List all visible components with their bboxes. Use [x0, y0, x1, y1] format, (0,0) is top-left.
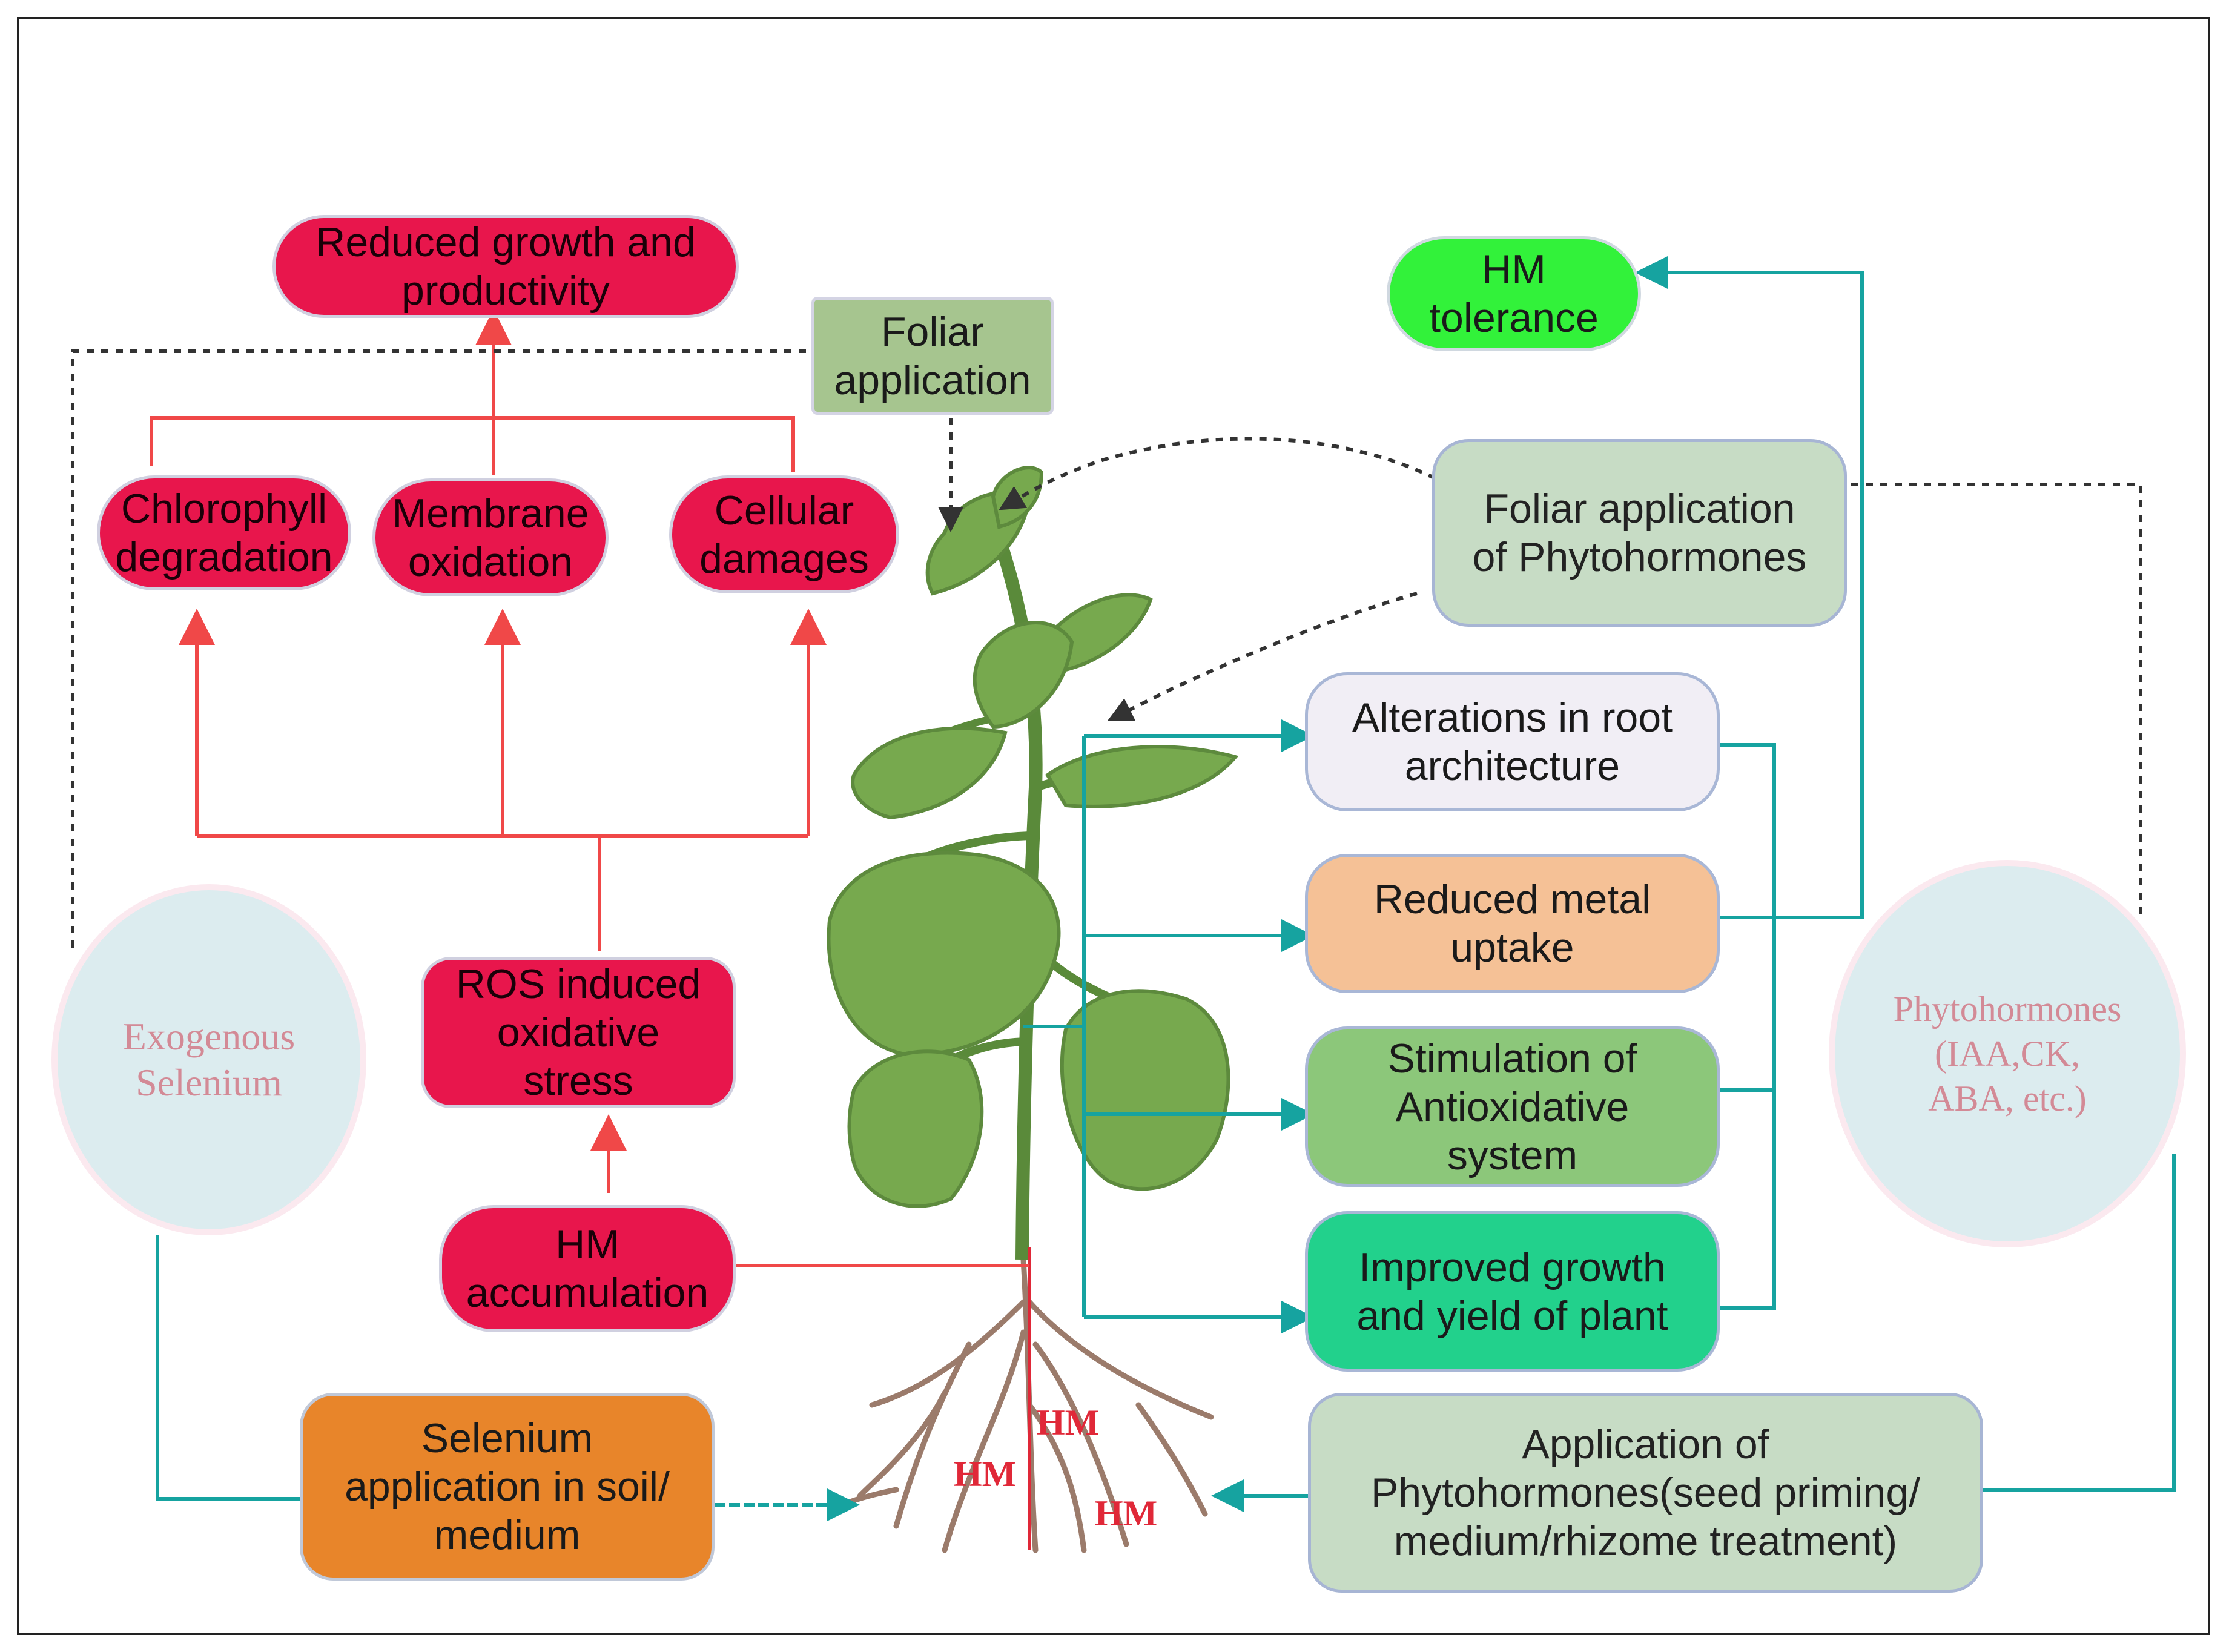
node-root-architecture: Alterations in root architecture — [1305, 672, 1720, 811]
node-ros-oxidative-stress: ROS induced oxidative stress — [421, 957, 736, 1108]
dotted-phyto-oval-to-foliar — [1847, 483, 2142, 914]
bracket-top — [150, 416, 795, 472]
phyto-oval-to-application — [1983, 1154, 2176, 1492]
hm-root-label-3: HM — [1095, 1493, 1158, 1533]
node-cellular-damages: Cellular damages — [669, 475, 899, 593]
node-membrane-oxidation: Membrane oxidation — [372, 478, 609, 596]
right-bracket — [1720, 743, 1776, 1310]
node-application-phytohormones: Application of Phytohormones(seed primin… — [1308, 1393, 1983, 1593]
node-phytohormones: Phytohormones (IAA,CK, ABA, etc.) — [1835, 866, 2180, 1241]
node-reduced-metal-uptake: Reduced metal uptake — [1305, 854, 1720, 993]
red-connectors — [150, 309, 1029, 1267]
dotted-phyto-foliar-to-mid-leaf — [1107, 592, 1418, 721]
node-foliar-application: Foliar application — [811, 297, 1054, 415]
node-exogenous-selenium: Exogenous Selenium — [58, 890, 360, 1229]
plant-illustration — [827, 466, 1239, 1553]
node-reduced-growth: Reduced growth and productivity — [272, 215, 739, 318]
dotted-phyto-foliar-to-top-leaf — [999, 437, 1436, 510]
teal-connectors — [156, 256, 2176, 1521]
node-hm-tolerance: HM tolerance — [1387, 236, 1641, 351]
arrow-to-antioxidative — [1023, 1025, 1314, 1131]
node-improved-growth-yield: Improved growth and yield of plant — [1305, 1211, 1720, 1372]
selenium-oval-to-soil — [156, 1235, 300, 1501]
hm-root-label-2: HM — [954, 1454, 1017, 1494]
node-foliar-phytohormones: Foliar application of Phytohormones — [1432, 439, 1847, 627]
arrow-to-hm-tolerance — [1635, 256, 1864, 919]
node-hm-accumulation: HM accumulation — [439, 1205, 736, 1332]
plant-roots — [833, 1257, 1214, 1553]
dotted-selenium-to-foliar — [71, 349, 811, 948]
node-chlorophyll-degradation: Chlorophyll degradation — [97, 475, 351, 590]
hm-root-label-1: HM — [1037, 1403, 1100, 1442]
node-selenium-soil-application: Selenium application in soil/ medium — [300, 1393, 715, 1581]
dotted-connectors — [71, 349, 2142, 948]
plant-stem — [986, 518, 1043, 1260]
node-antioxidative-system: Stimulation of Antioxidative system — [1305, 1026, 1720, 1187]
